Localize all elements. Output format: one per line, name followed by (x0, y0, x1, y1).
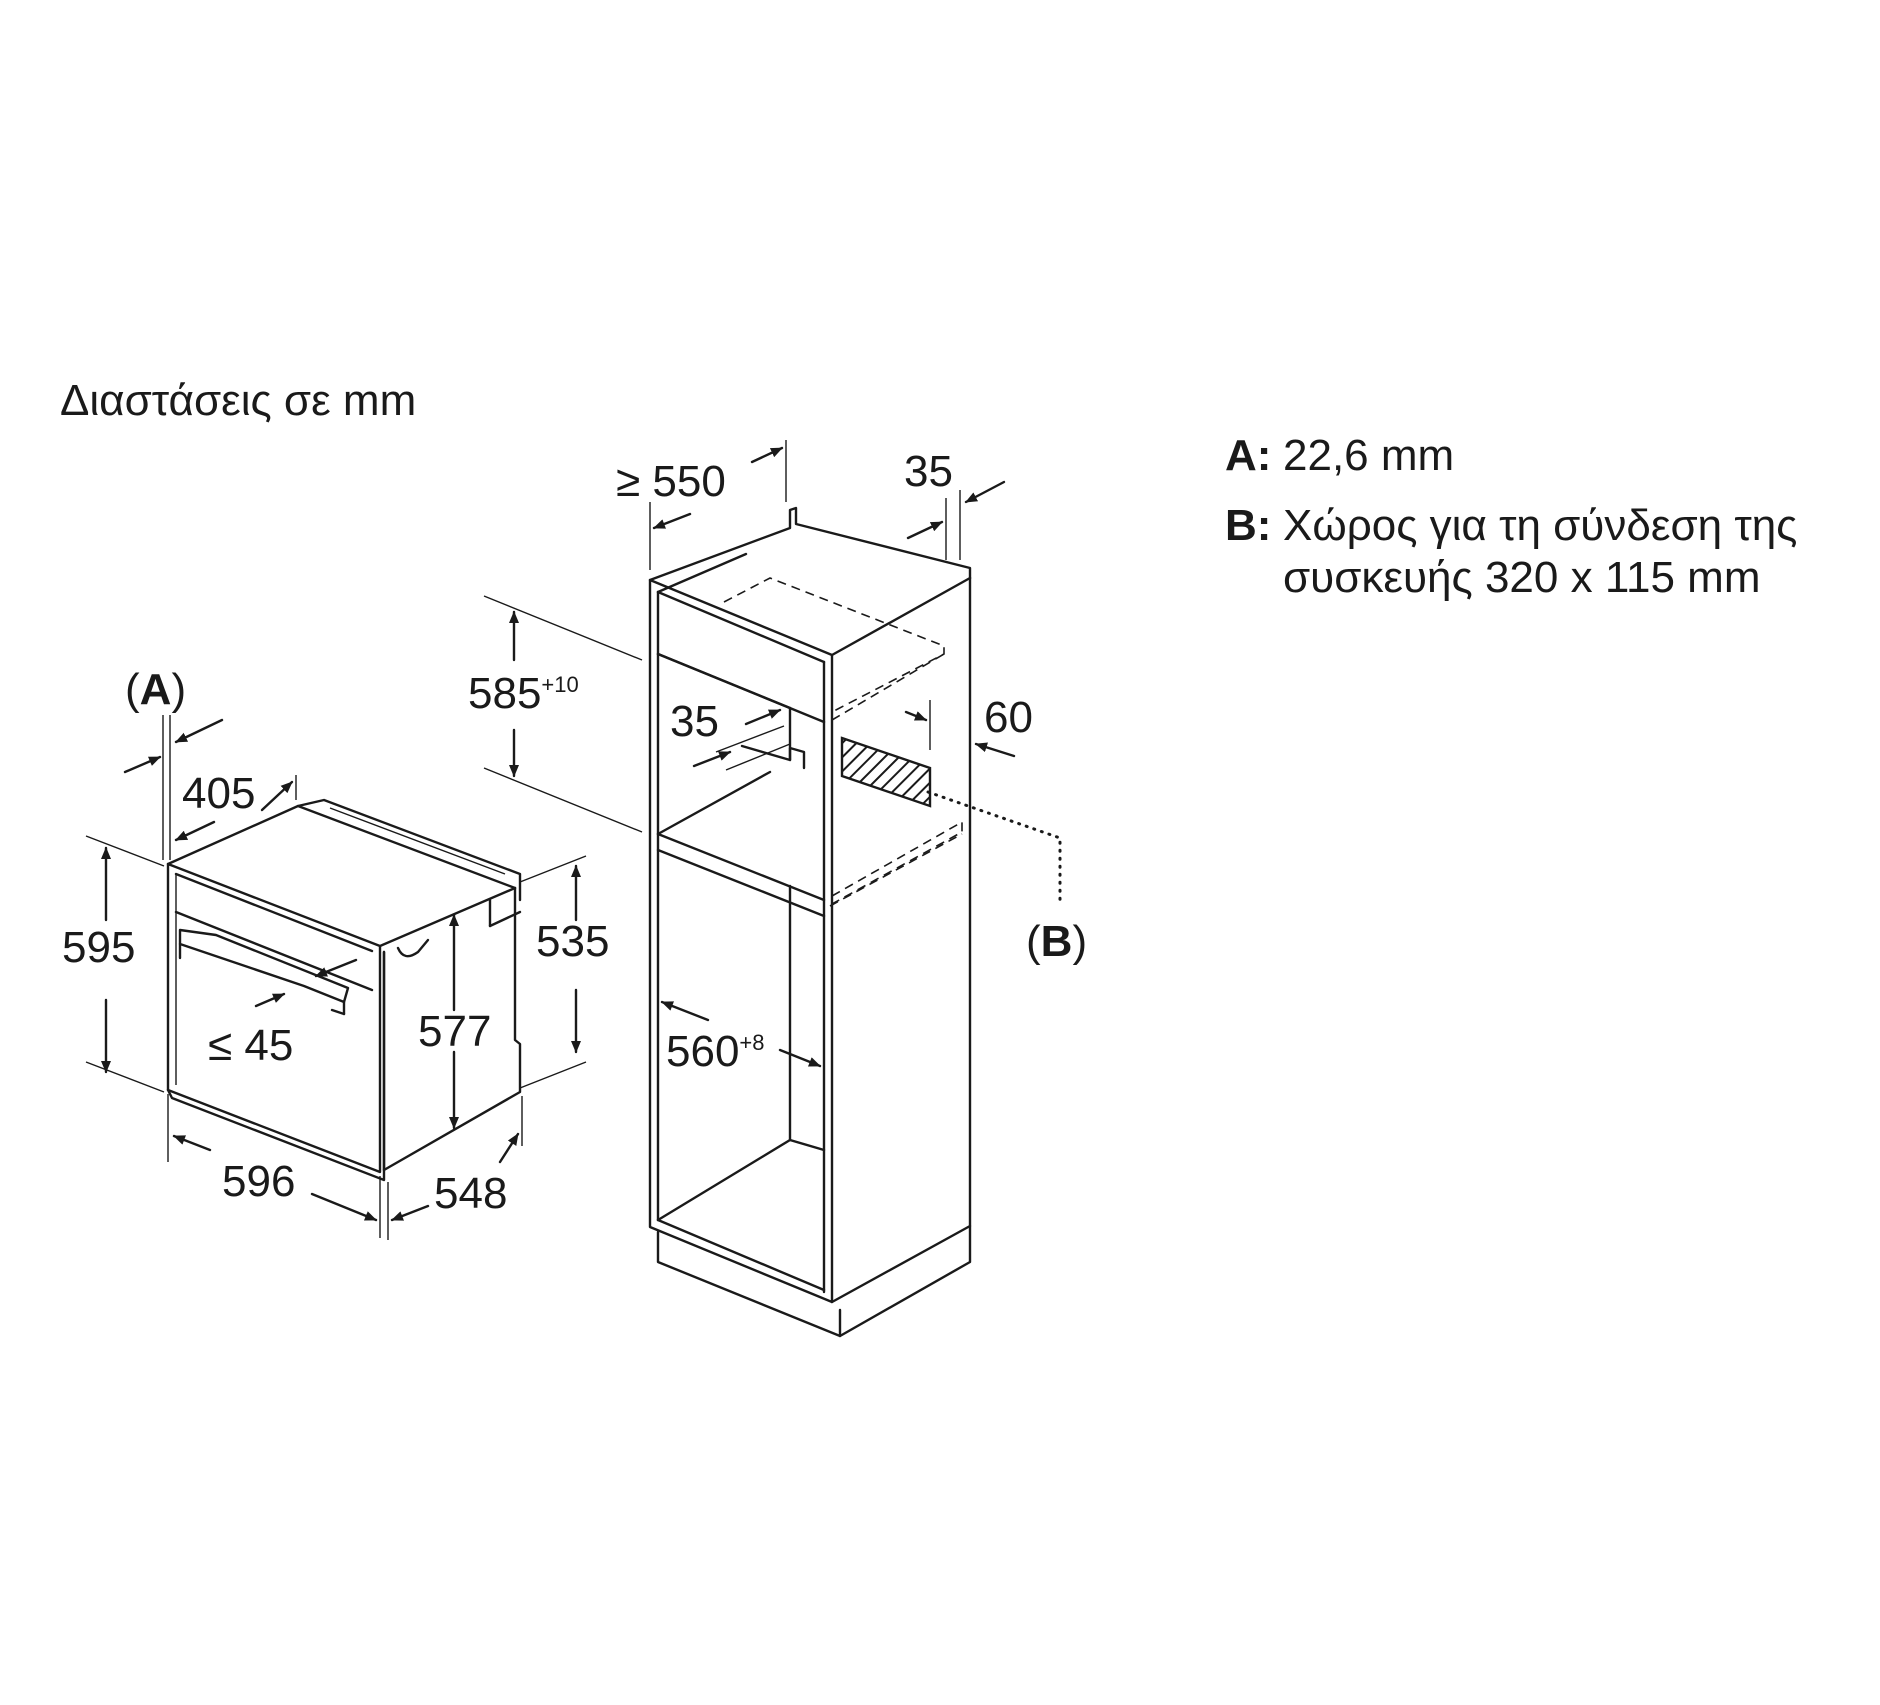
svg-text:≥ 550: ≥ 550 (616, 457, 726, 506)
legend-item-b: B: Χώρος για τη σύνδεση της συσκευής 320… (1225, 500, 1865, 604)
svg-text:≤ 45: ≤ 45 (208, 1021, 293, 1070)
dim-max-45: ≤ 45 (208, 958, 358, 1070)
svg-text:585+10: 585+10 (468, 669, 579, 718)
svg-text:548: 548 (434, 1169, 507, 1218)
svg-text:577: 577 (418, 1007, 491, 1056)
svg-text:(A): (A) (125, 665, 186, 714)
dim-595: 595 (62, 835, 165, 1093)
dim-535: 535 (519, 855, 609, 1089)
svg-text:405: 405 (182, 769, 255, 818)
svg-text:595: 595 (62, 923, 135, 972)
svg-text:(B): (B) (1026, 917, 1087, 966)
legend-text-a: 22,6 mm (1283, 431, 1455, 480)
dim-560-tolerance: +8 (739, 1030, 764, 1055)
legend-key-a: A: (1225, 431, 1272, 480)
svg-text:35: 35 (904, 447, 953, 496)
legend-item-a: A: 22,6 mm (1225, 430, 1865, 482)
svg-text:535: 535 (536, 917, 609, 966)
diagram-title: Διαστάσεις σε mm (60, 376, 416, 425)
legend-text-b: Χώρος για τη σύνδεση της συσκευής 320 x … (1283, 501, 1798, 602)
dim-35-mid: 35 (670, 697, 791, 771)
svg-text:35: 35 (670, 697, 719, 746)
dim-577: 577 (418, 913, 491, 1130)
dim-min-550: ≥ 550 (616, 440, 787, 570)
dim-596: 596 (167, 1094, 381, 1238)
svg-text:60: 60 (984, 693, 1033, 742)
callout-a: (A) (123, 665, 224, 860)
dim-405: 405 (174, 769, 297, 842)
callout-b: (B) (1026, 917, 1087, 966)
dim-585-tolerance: +10 (541, 672, 578, 697)
dim-560-value: 560 (666, 1027, 739, 1076)
dim-548: 548 (387, 1096, 523, 1240)
dim-35-top: 35 (904, 447, 1006, 560)
svg-text:596: 596 (222, 1157, 295, 1206)
cabinet-drawing (648, 506, 1062, 1338)
dim-560: 560+8 (660, 1000, 822, 1076)
svg-text:560+8: 560+8 (666, 1027, 765, 1076)
legend-key-b: B: (1225, 501, 1272, 550)
dim-585-value: 585 (468, 669, 541, 718)
legend: A: 22,6 mm B: Χώρος για τη σύνδεση της σ… (1225, 430, 1865, 622)
dim-60: 60 (904, 693, 1033, 758)
oven-drawing (166, 798, 522, 1182)
dim-585: 585+10 (468, 595, 643, 833)
